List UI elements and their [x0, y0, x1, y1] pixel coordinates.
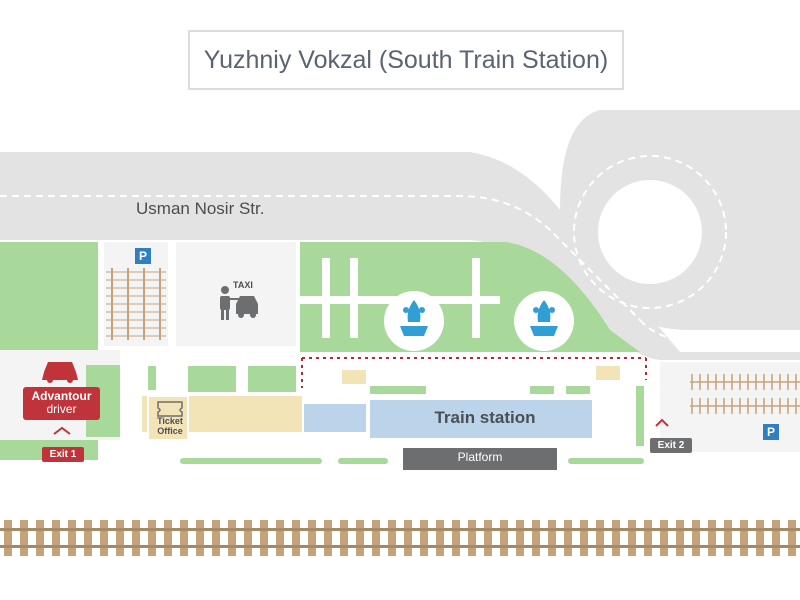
rail-sleeper: [708, 520, 716, 556]
exit-1-marker-icon: [53, 426, 71, 435]
rail-sleeper: [20, 520, 28, 556]
green-patches: [148, 366, 644, 446]
station-kiosk: [596, 366, 620, 380]
advantour-label: Advantour: [31, 389, 92, 403]
station-building: [370, 400, 592, 438]
taxi-icon: [220, 286, 258, 320]
railway-track: [0, 520, 800, 556]
rail-sleeper: [756, 520, 764, 556]
rail-sleeper: [340, 520, 348, 556]
rail-sleeper: [676, 520, 684, 556]
rail-sleeper: [516, 520, 524, 556]
road-dash-center: [0, 195, 641, 321]
rail-sleeper: [228, 520, 236, 556]
rail-sleeper: [660, 520, 668, 556]
rail-sleeper: [100, 520, 108, 556]
rail-sleeper: [468, 520, 476, 556]
rail-sleeper: [36, 520, 44, 556]
rail-sleeper: [324, 520, 332, 556]
rail-sleeper: [52, 520, 60, 556]
rail-sleeper: [788, 520, 796, 556]
road-usman-nosir: [0, 152, 800, 360]
rail-sleeper: [292, 520, 300, 556]
taxi-label: TAXI: [233, 280, 253, 290]
rail-sleeper: [532, 520, 540, 556]
rail-sleeper: [68, 520, 76, 556]
rail-sleeper: [420, 520, 428, 556]
rail-sleeper: [740, 520, 748, 556]
parking-sign-east: P: [763, 424, 779, 440]
rail-sleeper: [356, 520, 364, 556]
ticket-office-label-line2: Office: [157, 426, 183, 436]
platform: [403, 448, 557, 470]
platform-label: Platform: [457, 450, 503, 464]
rail-sleeper: [692, 520, 700, 556]
rail-sleeper: [484, 520, 492, 556]
sidewalk-markings: [180, 458, 644, 464]
rail-sleeper: [644, 520, 652, 556]
rail-sleeper: [724, 520, 732, 556]
loop-island: [598, 180, 702, 284]
map-title: Yuzhniy Vokzal (South Train Station): [188, 30, 624, 90]
rail-sleeper: [132, 520, 140, 556]
advantour-driver-label: driver: [46, 402, 77, 416]
rail-sleeper: [500, 520, 508, 556]
platform-building: [236, 404, 250, 412]
rail-sleeper: [388, 520, 396, 556]
rail-sleeper: [244, 520, 252, 556]
station-kiosk: [342, 370, 366, 384]
loop-dash-ring: [573, 155, 727, 309]
rail-sleeper: [596, 520, 604, 556]
rail-sleeper: [612, 520, 620, 556]
rail-sleeper: [452, 520, 460, 556]
rail-sleeper: [260, 520, 268, 556]
rail-sleeper: [772, 520, 780, 556]
road-dash-right: [639, 319, 800, 343]
rail-sleeper: [628, 520, 636, 556]
fountain-icon: [400, 300, 428, 336]
rail-sleeper: [564, 520, 572, 556]
ticket-icon: [157, 401, 183, 417]
advantour-driver-badge: Advantour driver: [23, 387, 100, 420]
rail-sleeper: [116, 520, 124, 556]
rail-sleeper: [164, 520, 172, 556]
rail-sleeper: [180, 520, 188, 556]
parking-sign-west: P: [135, 248, 151, 264]
rail-sleeper: [148, 520, 156, 556]
street-label: Usman Nosir Str.: [136, 199, 265, 218]
rail-sleeper: [580, 520, 588, 556]
rail-sleeper: [4, 520, 12, 556]
exit-2-badge: Exit 2: [650, 438, 692, 453]
rail-sleeper: [276, 520, 284, 556]
rail-sleeper: [372, 520, 380, 556]
fountain-icon: [530, 300, 558, 336]
rail-sleeper: [212, 520, 220, 556]
rail-sleeper: [404, 520, 412, 556]
ticket-office-label: Ticket Office: [150, 416, 190, 436]
rail-sleeper: [84, 520, 92, 556]
ticket-office-label-line1: Ticket: [157, 416, 183, 426]
taxi-area: [176, 242, 296, 346]
rail-sleeper: [196, 520, 204, 556]
rail-sleeper: [436, 520, 444, 556]
station-building-annex: [304, 404, 366, 432]
car-icon: [42, 362, 78, 383]
rail-sleeper: [548, 520, 556, 556]
exit-2-marker-icon: [655, 418, 669, 427]
rail-sleeper: [308, 520, 316, 556]
exit-1-badge: Exit 1: [42, 447, 84, 462]
train-station-label: Train station: [434, 408, 536, 427]
